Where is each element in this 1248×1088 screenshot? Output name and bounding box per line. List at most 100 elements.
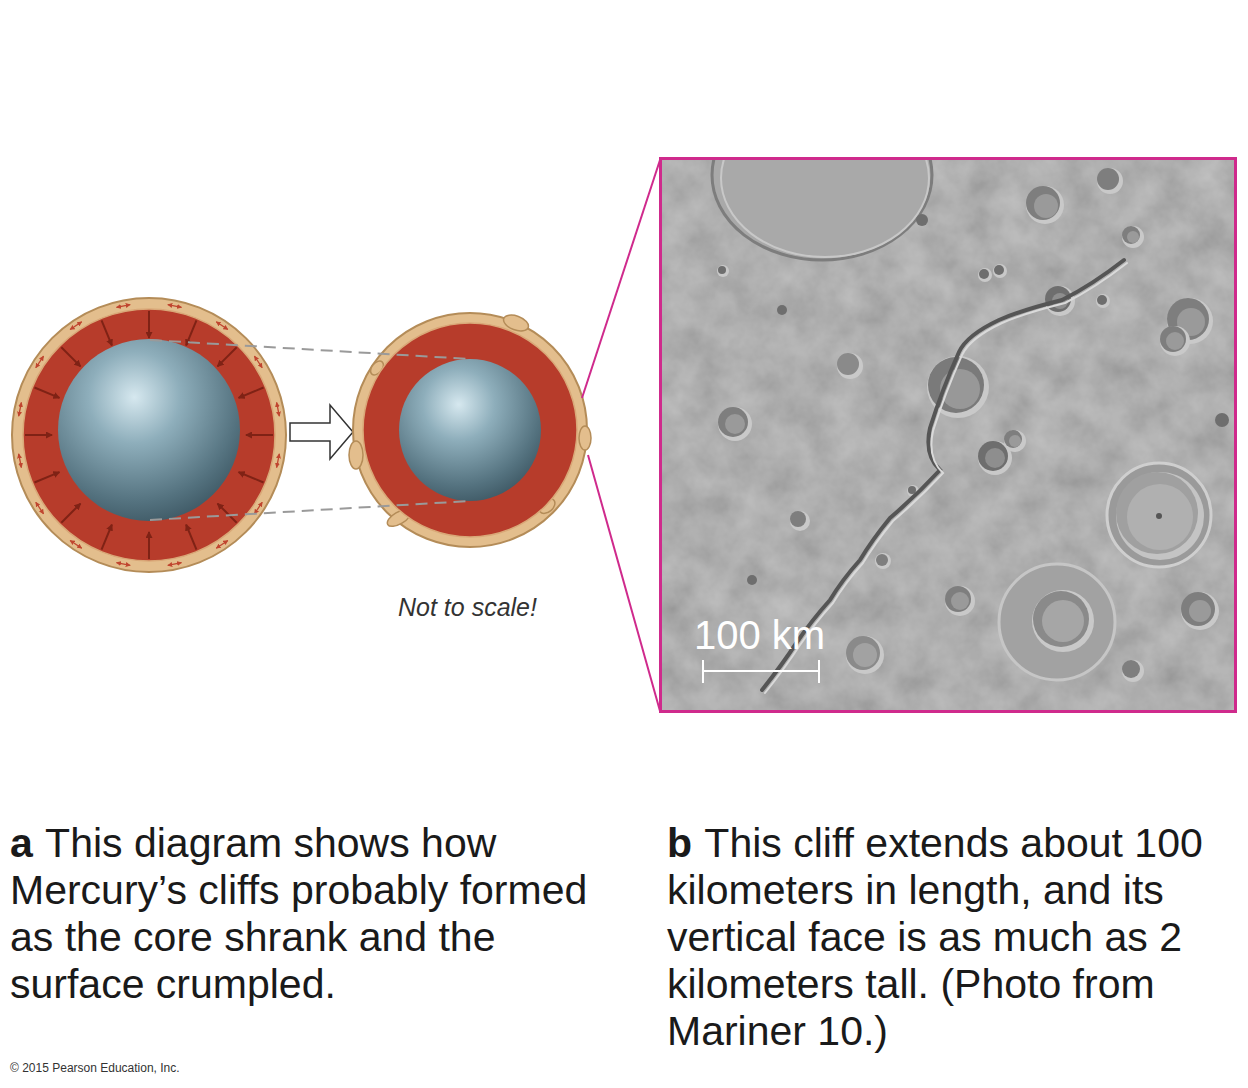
crater-floor xyxy=(1026,186,1060,220)
crater-floor xyxy=(1127,484,1193,550)
scale-bar xyxy=(703,660,819,683)
crater-floor xyxy=(846,636,880,670)
crater-floor xyxy=(1097,295,1107,305)
old-basin-rim xyxy=(721,160,929,257)
crater-rim xyxy=(837,353,863,379)
crater-rim xyxy=(846,636,884,674)
crater-floor xyxy=(1215,413,1229,427)
planet-before xyxy=(12,298,286,572)
crater-floor xyxy=(1181,592,1215,626)
scale-bar-line xyxy=(703,670,819,672)
crater-floor xyxy=(1004,430,1022,448)
panel-letter: b xyxy=(667,820,692,866)
crater-floor xyxy=(853,643,877,667)
shrink-arrow xyxy=(148,532,150,559)
crater-floor xyxy=(1042,600,1084,642)
compression-arrow xyxy=(168,563,182,566)
panel-letter: a xyxy=(10,820,33,866)
crater-rim xyxy=(718,407,752,441)
crust-arrows xyxy=(19,305,280,566)
shrink-arrow xyxy=(218,347,237,366)
compression-arrow xyxy=(19,454,22,468)
crater-rim xyxy=(1122,226,1144,248)
scale-label: 100 km xyxy=(694,615,825,655)
crater-rim xyxy=(790,511,810,531)
shrink-arrow xyxy=(186,525,196,550)
copyright-block: © 2015 Pearson Education, Inc. xyxy=(10,1061,410,1075)
crater-rim xyxy=(1032,590,1094,652)
compression-arrow xyxy=(36,502,44,514)
zoom-leader xyxy=(582,160,660,398)
shrink-arrow xyxy=(61,504,80,523)
crater-rim xyxy=(978,268,992,282)
crater-floor xyxy=(1116,472,1198,554)
shrink-arrow xyxy=(34,388,59,398)
crust-wrinkle xyxy=(349,441,363,469)
crater-floor xyxy=(1033,591,1089,647)
caption-block: bThis cliff extends about 100 kilometers… xyxy=(667,820,1239,1055)
crater-rim xyxy=(1097,168,1123,194)
compression-arrow xyxy=(70,540,82,548)
compression-arrow xyxy=(116,305,130,308)
shrink-arrow xyxy=(239,472,264,482)
shrink-arrow xyxy=(102,525,112,550)
compression-arrow xyxy=(70,322,82,330)
crust xyxy=(353,313,587,547)
surface-texture xyxy=(662,160,1234,710)
crust-wrinkle xyxy=(579,426,591,450)
size-guide xyxy=(150,340,470,359)
core xyxy=(58,339,240,521)
caption-block: aThis diagram shows how Mercury’s cliffs… xyxy=(10,820,638,1008)
crater-floor xyxy=(876,554,888,566)
crater-floor xyxy=(1127,231,1139,243)
compression-arrow xyxy=(216,540,228,548)
crater-rim xyxy=(945,586,975,616)
crater-rim xyxy=(1026,186,1064,224)
compression-arrow xyxy=(36,356,44,368)
crater-floor xyxy=(1122,226,1140,244)
crater-floor xyxy=(916,214,928,226)
compression-arrow xyxy=(116,563,130,566)
crater-floor xyxy=(979,269,989,279)
craters xyxy=(717,168,1229,682)
crater-floor xyxy=(1097,168,1119,190)
core xyxy=(399,359,541,501)
crater-rim xyxy=(1181,592,1219,630)
crater-floor xyxy=(1122,660,1140,678)
crater-rim xyxy=(1122,660,1144,682)
crater-floor xyxy=(1034,194,1058,218)
crater-floor xyxy=(908,486,916,494)
shrink-arrow xyxy=(239,388,264,398)
transition-arrow xyxy=(290,405,353,459)
zoom-leader xyxy=(588,455,660,711)
compression-arrow xyxy=(168,305,182,308)
note: Not to scale! xyxy=(398,593,537,621)
compression-arrow xyxy=(277,454,280,468)
crater-floor xyxy=(1160,326,1186,352)
crater-floor xyxy=(777,305,787,315)
crater-ring xyxy=(999,564,1115,680)
compression-arrow xyxy=(254,356,262,368)
crater-floor xyxy=(985,448,1005,468)
crater-ring xyxy=(1107,463,1211,567)
crater-floor xyxy=(837,353,859,375)
compression-arrow xyxy=(277,402,280,416)
shrink-arrow xyxy=(218,504,237,523)
crater-floor xyxy=(1166,332,1184,350)
planet-after xyxy=(349,312,591,547)
crater-floor xyxy=(1009,435,1021,447)
crater-floor xyxy=(1189,600,1211,622)
shrink-arrow xyxy=(25,434,52,436)
surface xyxy=(662,160,1234,710)
crater-rim xyxy=(1004,430,1026,452)
mantle xyxy=(23,309,275,561)
crater-floor xyxy=(718,266,726,274)
crater-floor xyxy=(945,586,971,612)
caption-text: This cliff extends about 100 kilometers … xyxy=(667,820,1203,1054)
shrink-arrow xyxy=(34,472,59,482)
mantle-arrows xyxy=(25,311,273,559)
central-peak xyxy=(1156,513,1162,519)
crater-rim xyxy=(993,264,1007,278)
shrink-arrow xyxy=(246,434,273,436)
